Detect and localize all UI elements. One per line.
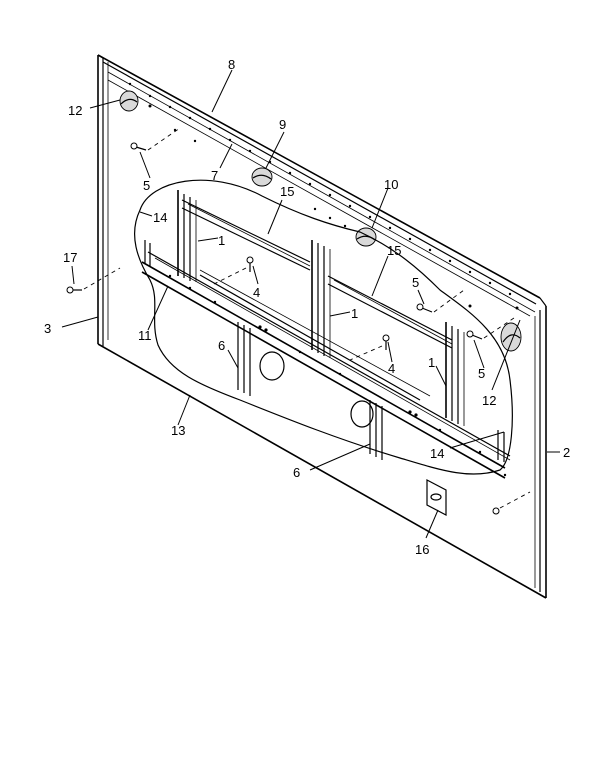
- callout-5-top-left: 5: [143, 178, 150, 193]
- internal-frame: [141, 190, 511, 479]
- callout-14-left: 14: [153, 210, 167, 225]
- grommet-10-b: [355, 227, 377, 247]
- callout-7: 6: [218, 338, 225, 353]
- callout-17: 17: [63, 250, 77, 265]
- callout-10-b: 10: [384, 177, 398, 192]
- leader-lines: [61, 69, 560, 539]
- callout-10-a: 9: [279, 117, 286, 132]
- callout-12-right: 12: [482, 393, 496, 408]
- callout-16: 16: [415, 542, 429, 557]
- callout-labels: 8 7 12 9 10 5 14 15 1 15 17 4 5 3 11 1 6…: [44, 57, 570, 557]
- callout-1-middle: 1: [351, 306, 358, 321]
- callout-3: 3: [44, 321, 51, 336]
- callout-1-left: 1: [218, 233, 225, 248]
- callout-5-right: 5: [478, 366, 485, 381]
- callout-11: 11: [138, 328, 152, 343]
- grommet-12-right: [500, 322, 522, 352]
- fasteners: [66, 127, 531, 515]
- callout-12-top: 12: [68, 103, 82, 118]
- bracket-16: [426, 479, 447, 516]
- cutaway-outline: [133, 179, 513, 475]
- callout-14-right: 14: [430, 446, 444, 461]
- callout-2: 2: [563, 445, 570, 460]
- callout-5-right-upper: 5: [412, 275, 419, 290]
- callout-8: 7: [211, 168, 218, 183]
- callout-4-right: 4: [388, 361, 395, 376]
- callout-6: 6: [293, 465, 300, 480]
- callout-4-left: 4: [253, 285, 260, 300]
- callout-13: 13: [171, 423, 185, 438]
- grommet-12-top: [119, 90, 139, 112]
- top-rail-holes: [128, 82, 519, 310]
- callout-15-b: 15: [387, 243, 401, 258]
- callout-1-right: 1: [428, 355, 435, 370]
- callout-9: 8: [228, 57, 235, 72]
- panel-outline: [97, 54, 547, 599]
- callout-15-a: 15: [280, 184, 294, 199]
- grommet-10-a: [251, 167, 273, 187]
